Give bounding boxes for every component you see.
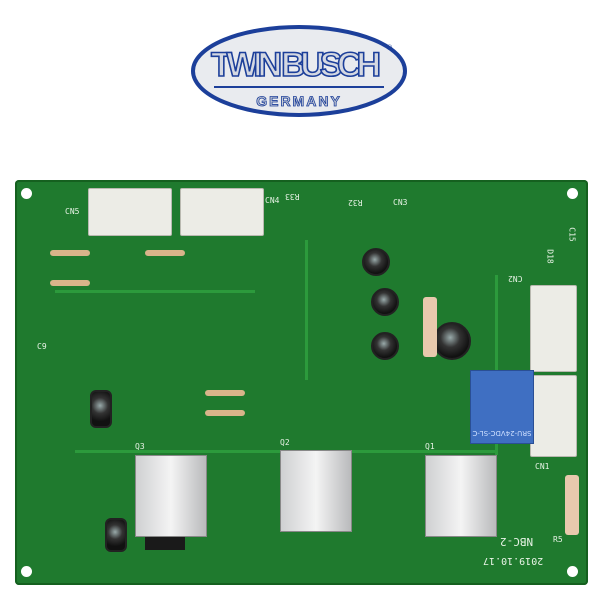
- label-q1: Q1: [425, 442, 435, 451]
- relay: SRU-24VDC-SL-C: [470, 370, 534, 444]
- mounting-hole: [21, 566, 32, 577]
- resistor: [205, 390, 245, 396]
- capacitor: [362, 248, 390, 276]
- resistor: [205, 410, 245, 416]
- label-cn2: CN2: [508, 274, 523, 283]
- label-r33: R33: [285, 192, 300, 201]
- mounting-hole: [21, 188, 32, 199]
- power-resistor: [423, 297, 437, 357]
- board-model: NBC-2: [500, 535, 534, 548]
- capacitor: [371, 288, 399, 316]
- svg-text:TWIN BUSCH: TWIN BUSCH: [211, 46, 381, 84]
- capacitor: [371, 332, 399, 360]
- mounting-hole: [567, 188, 578, 199]
- svg-text:GERMANY: GERMANY: [256, 93, 342, 109]
- svg-text:®: ®: [386, 44, 393, 52]
- heatsink-q2: [280, 450, 352, 532]
- label-c9: C9: [37, 342, 47, 351]
- label-cn4: CN4: [265, 196, 280, 205]
- label-cn5: CN5: [65, 207, 80, 216]
- heatsink-q3: [135, 455, 207, 537]
- label-d18: D18: [545, 249, 555, 264]
- resistor: [145, 250, 185, 256]
- connector-right-top: [530, 285, 577, 372]
- mounting-hole: [567, 566, 578, 577]
- label-cn1: CN1: [535, 462, 550, 471]
- connector-cn4: [180, 188, 264, 236]
- heatsink-q1: [425, 455, 497, 537]
- label-r5: R5: [553, 535, 563, 544]
- label-q3: Q3: [135, 442, 145, 451]
- capacitor: [433, 322, 471, 360]
- circuit-board: CN5 CN4 CN3 CN1 CN2 C15 D18 R33 R32 R5 C…: [15, 180, 588, 585]
- label-q2: Q2: [280, 438, 290, 447]
- label-c15: C15: [567, 227, 577, 242]
- board-date: 2019.10.17: [483, 555, 544, 566]
- connector-cn1: [530, 375, 577, 457]
- power-resistor: [565, 475, 579, 535]
- resistor: [50, 280, 90, 286]
- twin-busch-logo: TWIN BUSCH ® GERMANY: [191, 25, 407, 117]
- capacitor: [105, 518, 127, 552]
- capacitor: [90, 390, 112, 428]
- label-cn3: CN3: [393, 198, 408, 207]
- resistor: [50, 250, 90, 256]
- relay-model: SRU-24VDC-SL-C: [472, 429, 532, 437]
- connector-cn5: [88, 188, 172, 236]
- label-r32: R32: [348, 198, 363, 207]
